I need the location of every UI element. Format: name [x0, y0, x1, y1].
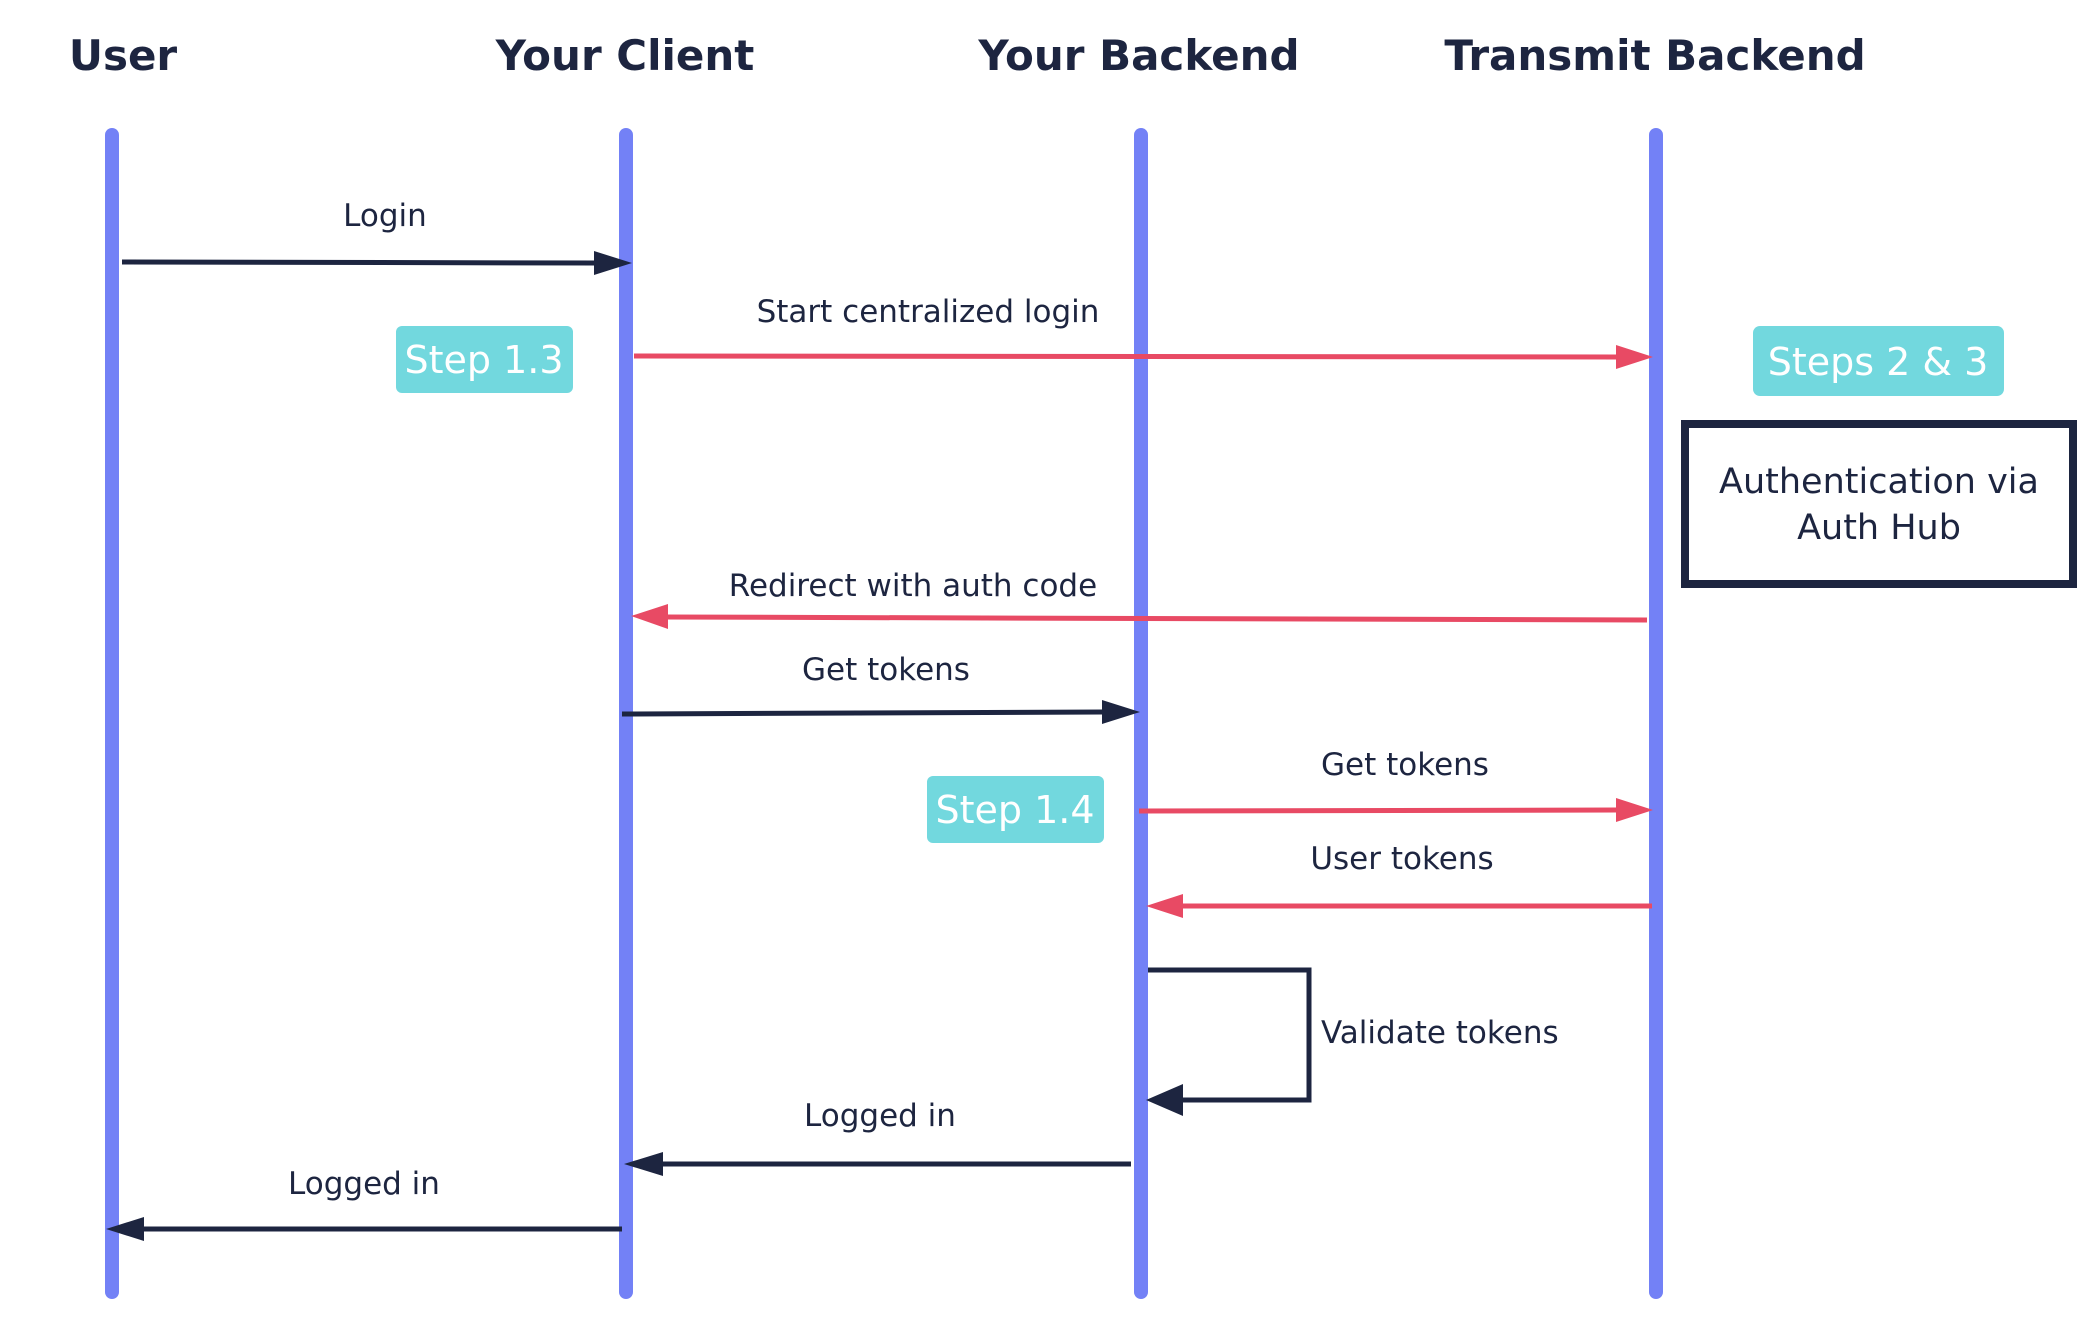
- arrowhead-redirect-with-auth-code: [631, 604, 668, 629]
- participant-header-your-client: Your Client: [495, 31, 755, 80]
- arrowhead-validate-tokens: [1146, 1084, 1183, 1116]
- message-arrow-get-tokens-backend: [1138, 807, 1619, 814]
- badge-label-step-1-3: Step 1.3: [404, 338, 563, 382]
- participant-header-transmit-backend: Transmit Backend: [1444, 31, 1865, 80]
- arrowhead-logged-in-backend: [624, 1152, 663, 1176]
- message-label-logged-in-client: Logged in: [288, 1166, 440, 1202]
- message-label-login: Login: [343, 198, 427, 234]
- arrowhead-logged-in-client: [106, 1217, 144, 1241]
- arrowhead-login: [594, 251, 632, 275]
- badge-label-step-1-4: Step 1.4: [935, 788, 1094, 832]
- message-label-get-tokens-backend: Get tokens: [1321, 747, 1489, 783]
- message-label-validate-tokens: Validate tokens: [1321, 1015, 1559, 1051]
- participant-header-your-backend: Your Backend: [977, 31, 1299, 80]
- badge-steps-2-3: [1753, 326, 2004, 396]
- message-arrow-redirect-with-auth-code: [663, 614, 1648, 623]
- arrowhead-get-tokens-client: [1102, 700, 1140, 724]
- arrowhead-start-centralized-login: [1616, 345, 1653, 369]
- message-arrow-start-centralized-login: [633, 353, 1619, 360]
- note-box-authentication: [1681, 420, 2077, 588]
- message-arrow-validate-tokens: [1148, 967, 1312, 1103]
- badge-step-1-4: [927, 776, 1104, 843]
- note-box-line-1: Authentication via: [1719, 462, 2039, 502]
- message-label-redirect-with-auth-code: Redirect with auth code: [729, 568, 1097, 604]
- message-label-get-tokens-client: Get tokens: [802, 652, 970, 688]
- arrowhead-get-tokens-backend: [1616, 798, 1653, 822]
- message-label-user-tokens: User tokens: [1310, 841, 1493, 877]
- badge-label-steps-2-3: Steps 2 & 3: [1768, 340, 1989, 384]
- message-arrow-login: [121, 259, 597, 266]
- message-label-start-centralized-login: Start centralized login: [757, 294, 1100, 330]
- message-arrow-get-tokens-client: [621, 709, 1105, 717]
- participant-header-user: User: [69, 31, 178, 80]
- badge-step-1-3: [396, 326, 573, 393]
- note-box-line-2: Auth Hub: [1797, 508, 1961, 548]
- arrowhead-user-tokens: [1146, 894, 1183, 918]
- message-label-logged-in-backend: Logged in: [804, 1098, 956, 1134]
